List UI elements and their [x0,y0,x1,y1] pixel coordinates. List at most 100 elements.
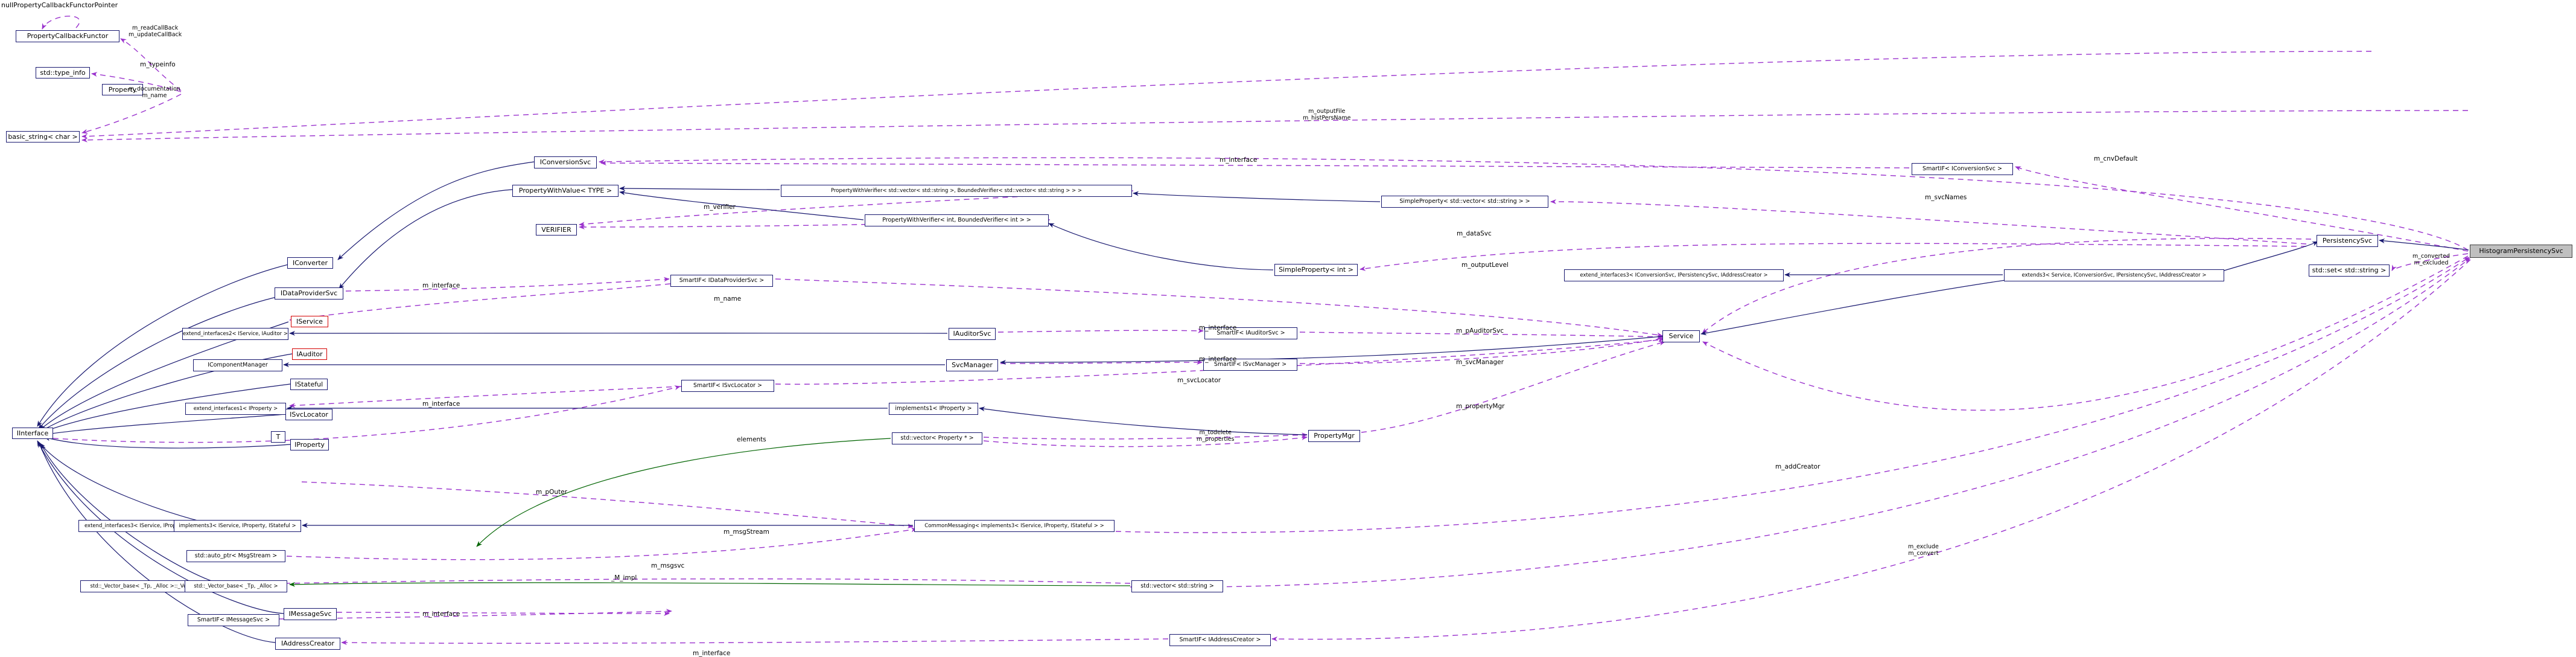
class-node-stdSetString[interactable]: std::set< std::string > [2309,264,2390,277]
class-node-basicStringChar[interactable]: basic_string< char > [6,131,80,143]
edge-label: m_name [714,295,742,303]
class-node-extendInterfaces1[interactable]: extend_interfaces1< IProperty > [185,403,286,415]
edge-label: m_svcLocator [1177,377,1221,384]
class-node-property1[interactable]: Property [102,84,143,95]
class-node-propertyWithValue[interactable]: PropertyWithValue< TYPE > [512,185,619,197]
class-node-label: extends3< Service, IConversionSvc, IPers… [2021,272,2207,278]
class-node-icomponentManager[interactable]: IComponentManager [193,359,282,371]
class-node-smartIfIAddressCreator[interactable]: SmartIF< IAddressCreator > [1169,634,1271,646]
class-node-smartIfIDataProviderSvc[interactable]: SmartIF< IDataProviderSvc > [670,275,773,287]
edge-label: _M_impl [611,574,637,582]
class-node-stdVectorPropertyPtr[interactable]: std::vector< Property * > [892,432,982,444]
class-node-label: HistogramPersistencySvc [2479,247,2563,255]
class-node-verifier[interactable]: VERIFIER [536,224,577,236]
edge-label: m_addCreator [1775,463,1821,470]
class-node-implements3[interactable]: implements3< IService, IProperty, IState… [174,520,301,532]
class-node-propertyCallbackFunctor[interactable]: PropertyCallbackFunctor [16,30,119,42]
class-node-iconversionSvc[interactable]: IConversionSvc [534,156,597,168]
class-node-label: IDataProviderSvc [280,289,338,298]
class-node-iauditor[interactable]: IAuditor [292,348,327,360]
class-node-imessageSvc[interactable]: IMessageSvc [284,608,337,620]
class-node-label: SmartIF< IAddressCreator > [1179,636,1261,644]
class-node-idataProviderSvc[interactable]: IDataProviderSvc [275,287,343,300]
class-node-smartIfIAuditorSvc[interactable]: SmartIF< IAuditorSvc > [1204,327,1297,339]
class-node-label: IComponentManager [208,362,268,369]
edge-label: m_interface [1199,324,1237,332]
class-node-svcManager[interactable]: SvcManager [946,359,998,371]
class-node-label: extend_interfaces2< IService, IAuditor > [183,330,288,337]
class-node-iproperty[interactable]: IProperty [290,439,329,450]
class-node-label: std::set< std::string > [2312,266,2387,275]
class-node-iaddressCreator[interactable]: IAddressCreator [275,638,340,650]
class-node-iconverter[interactable]: IConverter [287,257,333,269]
class-node-pwvVecString[interactable]: PropertyWithVerifier< std::vector< std::… [781,185,1132,197]
class-node-simplePropVecString[interactable]: SimpleProperty< std::vector< std::string… [1381,196,1548,208]
edge-label: m_cnvDefault [2094,155,2138,162]
class-node-label: T [276,432,281,441]
class-node-smartIfIConversionSvc[interactable]: SmartIF< IConversionSvc > [1912,163,2013,175]
class-node-service[interactable]: Service [1662,330,1700,342]
class-node-label: IAuditorSvc [953,330,991,338]
class-node-label: std::_Vector_base< _Tp, _Alloc > [194,583,278,589]
class-node-label: IMessageSvc [288,610,332,618]
class-node-extendInterfaces2[interactable]: extend_interfaces2< IService, IAuditor > [182,328,288,340]
class-node-smartIfISvcManager[interactable]: SmartIF< ISvcManager > [1203,359,1297,371]
diagram-annotation: nullPropertyCallbackFunctorPointer [1,1,118,9]
class-node-label: extend_interfaces3< IConversionSvc, IPer… [1580,272,1768,278]
class-node-iinterface[interactable]: IInterface [12,428,53,439]
class-node-label: PropertyCallbackFunctor [27,32,109,40]
edge-label: m_pAuditorSvc [1456,327,1504,335]
class-node-istateful[interactable]: IStateful [290,379,328,390]
class-node-smartIfISvcLocator[interactable]: SmartIF< ISvcLocator > [681,380,774,392]
class-node-label: IAuditor [296,350,323,358]
edge-label: m_outputFile m_histPersName [1303,108,1351,121]
class-node-extends3Service[interactable]: extends3< Service, IConversionSvc, IPers… [2004,269,2224,281]
class-node-commonMessaging[interactable]: CommonMessaging< implements3< IService, … [914,520,1115,532]
class-node-label: SmartIF< ISvcManager > [1213,361,1287,368]
class-node-tparam[interactable]: T [271,431,285,443]
edge-label: m_propertyMgr [1456,403,1505,410]
class-node-histogramPersistencySvc[interactable]: HistogramPersistencySvc [2470,245,2572,258]
class-node-label: std::type_info [40,68,86,77]
edge-label: m_todelete m_properties [1197,429,1235,443]
edge-label: m_dataSvc [1457,230,1492,237]
edge-label: m_interface [422,282,460,289]
edge-label: m_interface [422,611,460,618]
class-node-implements1[interactable]: implements1< IProperty > [889,403,978,415]
class-node-label: IProperty [294,440,325,449]
class-node-isvcLocator[interactable]: ISvcLocator [285,409,332,420]
class-node-smartIfIMessageSvc[interactable]: SmartIF< IMessageSvc > [188,614,279,626]
class-node-label: IAddressCreator [281,639,335,648]
class-node-iauditorSvc[interactable]: IAuditorSvc [949,328,996,340]
class-node-label: SimpleProperty< int > [1279,266,1353,274]
class-node-label: SvcManager [952,361,993,370]
edge-label: m_interface [693,650,731,657]
class-node-persistencySvc[interactable]: PersistencySvc [2317,235,2378,247]
edge-label: m_interface [1199,356,1237,363]
class-node-label: implements1< IProperty > [895,405,972,412]
class-node-label: PropertyWithValue< TYPE > [518,187,612,195]
class-node-label: SmartIF< IDataProviderSvc > [679,277,765,284]
class-node-label: PersistencySvc [2322,237,2373,245]
class-node-pwvInt[interactable]: PropertyWithVerifier< int, BoundedVerifi… [865,214,1049,226]
class-node-stdAutoPtrMsgStream[interactable]: std::auto_ptr< MsgStream > [186,550,285,562]
class-node-label: IInterface [16,429,49,437]
class-node-label: SmartIF< IAuditorSvc > [1216,330,1285,337]
class-node-label: std::vector< std::string > [1140,583,1214,590]
class-node-iservice[interactable]: IService [291,316,328,327]
class-node-label: std::_Vector_base< _Tp, _Alloc >::_Vecto… [90,583,211,589]
class-node-label: implements3< IService, IProperty, IState… [179,522,296,529]
class-node-stdTypeInfo[interactable]: std::type_info [36,67,90,79]
edge-label: m_readCallBack m_updateCallBack [129,25,182,38]
edge-label: m_typeinfo [140,61,176,68]
class-node-propertyMgr[interactable]: PropertyMgr [1308,430,1360,442]
class-node-label: VERIFIER [541,225,571,234]
class-node-stdVectorBase[interactable]: std::_Vector_base< _Tp, _Alloc > [185,580,287,592]
class-node-simplePropInt[interactable]: SimpleProperty< int > [1274,264,1358,276]
class-node-extendInterfaces3ICS[interactable]: extend_interfaces3< IConversionSvc, IPer… [1564,269,1784,281]
edge-label: m_outputLevel [1461,261,1509,269]
class-node-stdVectorString[interactable]: std::vector< std::string > [1131,580,1223,592]
edge-label: m_converted m_excluded [2412,253,2450,266]
